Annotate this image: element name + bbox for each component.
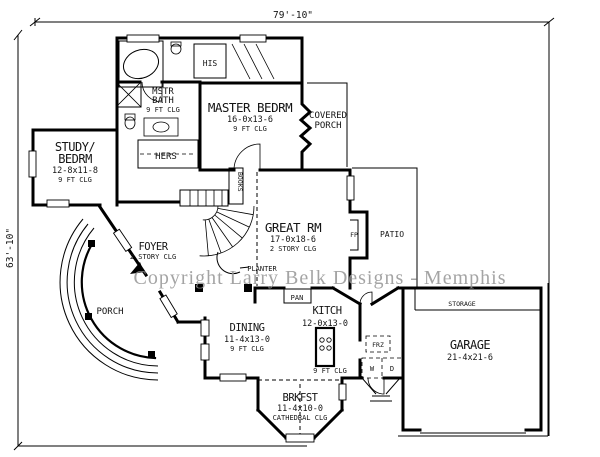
label-master-bedrm: MASTER BEDRM [208, 100, 292, 115]
porch-column [85, 313, 92, 320]
kitchen-fixtures [283, 288, 403, 379]
windows [28, 34, 355, 443]
closets [137, 43, 244, 205]
copyright-watermark: Copyright Larry Belk Designs - Memphis [134, 267, 507, 289]
back-door [359, 291, 373, 305]
vanity [143, 117, 179, 137]
label-master-bedrm-clg: 9 FT CLG [233, 125, 267, 133]
staircase [179, 189, 255, 257]
porch-column [88, 240, 95, 247]
label-freezer: FRZ [372, 341, 384, 349]
label-dining: DINING [230, 322, 265, 334]
height-dimension-label: 63'-10" [5, 228, 16, 268]
label-study-1: STUDY/ [55, 140, 96, 154]
bookshelf [228, 167, 244, 205]
label-porch: PORCH [96, 307, 123, 317]
label-study-size: 12-8x11-8 [52, 166, 98, 176]
label-hers-closet: HERS [155, 152, 177, 162]
toilet [124, 116, 136, 130]
label-garage: GARAGE [450, 338, 491, 352]
label-his-closet: HIS [203, 59, 218, 68]
label-dining-size: 11-4x13-0 [224, 335, 270, 345]
label-kitchen-size: 12-0x13-0 [302, 319, 348, 329]
label-mstr-bath-2: BATH [152, 96, 174, 106]
label-mstr-bath-clg: 9 FT CLG [146, 106, 180, 114]
tub [123, 48, 159, 80]
porch-column [148, 351, 155, 358]
thin-outline-lines [135, 43, 549, 437]
label-great-rm: GREAT RM [265, 220, 321, 235]
label-washer: W [370, 365, 375, 373]
label-mstr-bath-1: MSTR [152, 87, 174, 97]
label-kitchen-clg: 9 FT CLG [313, 367, 347, 375]
label-kitchen: KITCH [312, 305, 341, 317]
label-study-2: BEDRM [58, 152, 92, 166]
master-bedroom-door [233, 143, 261, 171]
label-storage: STORAGE [448, 300, 475, 308]
label-planter: PLANTER [247, 265, 277, 273]
room-labels: MSTR BATH 9 FT CLG HIS HERS MASTER BEDRM… [52, 59, 493, 422]
sink [170, 43, 182, 55]
washer-dryer-box [361, 357, 403, 379]
his-closet [193, 43, 227, 79]
entry-door-arrow [130, 262, 144, 274]
label-patio: PATIO [380, 230, 404, 239]
label-study-clg: 9 FT CLG [58, 176, 92, 184]
label-dryer: D [390, 365, 394, 373]
label-foyer: FOYER [138, 241, 168, 253]
planter [216, 251, 250, 275]
shower [115, 81, 142, 108]
hall-door [141, 81, 163, 103]
label-books: BOOKS [236, 172, 244, 192]
freezer-box [365, 335, 391, 353]
stoop-door [367, 377, 385, 395]
tub-surround [118, 40, 164, 88]
column-post [195, 284, 203, 292]
label-great-rm-clg: 2 STORY CLG [270, 245, 316, 253]
label-great-rm-size: 17-0x18-6 [270, 235, 316, 245]
label-brkfst: BRKFST [283, 392, 319, 404]
column-post [244, 284, 252, 292]
fireplace [350, 219, 359, 251]
label-brkfst-clg: CATHEDRAL CLG [273, 414, 328, 422]
label-brkfst-size: 11-4x10-0 [277, 404, 323, 414]
label-covered-porch-2: PORCH [314, 121, 341, 131]
label-foyer-clg: 2 STORY CLG [130, 253, 176, 261]
label-fireplace: FP [350, 231, 358, 239]
hers-closet [137, 139, 199, 169]
kitchen-island [314, 326, 336, 368]
label-covered-porch-1: COVERED [309, 111, 347, 121]
label-pantry: PAN [291, 294, 304, 302]
dimension-annotations: 79'-10" 63'-10" [5, 10, 555, 451]
label-master-bedrm-size: 16-0x13-6 [227, 115, 273, 125]
label-garage-size: 21-4x21-6 [447, 353, 493, 363]
doors [130, 81, 385, 395]
porch-arcs [59, 218, 159, 381]
width-dimension-label: 79'-10" [273, 10, 313, 21]
label-dining-clg: 9 FT CLG [230, 345, 264, 353]
pantry-closet [283, 288, 312, 304]
